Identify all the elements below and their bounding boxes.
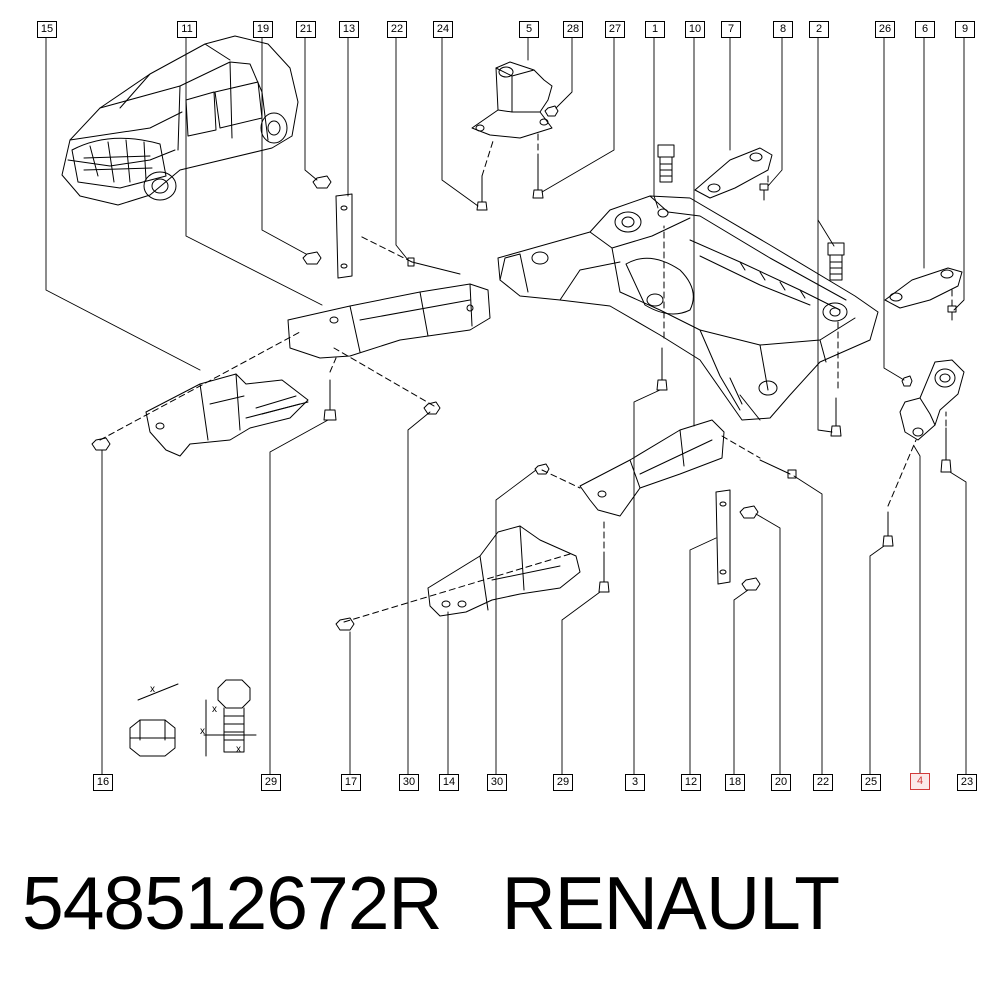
- callout-label[interactable]: 19: [253, 21, 273, 38]
- callout-label[interactable]: 12: [681, 774, 701, 791]
- reinforcement-plate-7: [694, 147, 773, 199]
- callout-label[interactable]: 21: [296, 21, 316, 38]
- callout-label[interactable]: 6: [915, 21, 935, 38]
- callout-label[interactable]: 7: [721, 21, 741, 38]
- side-member-lower-15: [145, 373, 309, 457]
- plate-13: [335, 193, 353, 279]
- callout-label[interactable]: 22: [813, 774, 833, 791]
- callout-label-highlighted[interactable]: 4: [910, 773, 930, 790]
- mounting-bracket-4: [899, 359, 965, 441]
- flange-bolt-detail: [203, 679, 257, 757]
- callout-label[interactable]: 30: [487, 774, 507, 791]
- callout-label[interactable]: 8: [773, 21, 793, 38]
- dimension-mark: x: [236, 744, 241, 755]
- callout-label[interactable]: 18: [725, 774, 745, 791]
- nuts: [91, 105, 913, 631]
- callout-label[interactable]: 24: [433, 21, 453, 38]
- part-caption: 548512672R RENAULT: [22, 858, 840, 948]
- leader-lines: [45, 36, 967, 775]
- callout-label[interactable]: 28: [563, 21, 583, 38]
- callout-label[interactable]: 9: [955, 21, 975, 38]
- callout-label[interactable]: 23: [957, 774, 977, 791]
- callout-label[interactable]: 29: [261, 774, 281, 791]
- callout-label[interactable]: 20: [771, 774, 791, 791]
- callout-label[interactable]: 16: [93, 774, 113, 791]
- bolts: [323, 159, 957, 593]
- callout-label[interactable]: 13: [339, 21, 359, 38]
- plate-12: [715, 489, 731, 585]
- flange-nut-detail: [129, 683, 179, 757]
- assembly-lines: [99, 129, 953, 623]
- dimension-mark: x: [212, 704, 217, 715]
- subframe-stud-right: [827, 242, 845, 281]
- car-illustration: [61, 35, 299, 206]
- callout-label[interactable]: 15: [37, 21, 57, 38]
- callout-label[interactable]: 26: [875, 21, 895, 38]
- engine-mount-bracket: [471, 61, 553, 139]
- dimension-mark: x: [200, 726, 205, 737]
- front-subframe: [497, 195, 879, 421]
- callout-label[interactable]: 27: [605, 21, 625, 38]
- subframe-stud-left: [657, 144, 675, 183]
- callout-label[interactable]: 10: [685, 21, 705, 38]
- callout-label[interactable]: 17: [341, 774, 361, 791]
- callout-label[interactable]: 14: [439, 774, 459, 791]
- side-member-upper-11: [287, 283, 491, 359]
- side-member-lower-14: [427, 525, 581, 617]
- callout-label[interactable]: 30: [399, 774, 419, 791]
- callout-label[interactable]: 29: [553, 774, 573, 791]
- callout-label[interactable]: 11: [177, 21, 197, 38]
- callout-label[interactable]: 1: [645, 21, 665, 38]
- part-number: 548512672R: [22, 861, 443, 945]
- callout-label[interactable]: 22: [387, 21, 407, 38]
- brand-name: RENAULT: [501, 861, 840, 945]
- callout-label[interactable]: 2: [809, 21, 829, 38]
- callout-label[interactable]: 25: [861, 774, 881, 791]
- dimension-mark: x: [150, 684, 155, 695]
- reinforcement-plate-6: [884, 267, 963, 309]
- side-member-upper-10: [579, 419, 725, 517]
- hardware-dimension-marks: x x x x: [150, 684, 241, 755]
- callout-label[interactable]: 5: [519, 21, 539, 38]
- callout-label[interactable]: 3: [625, 774, 645, 791]
